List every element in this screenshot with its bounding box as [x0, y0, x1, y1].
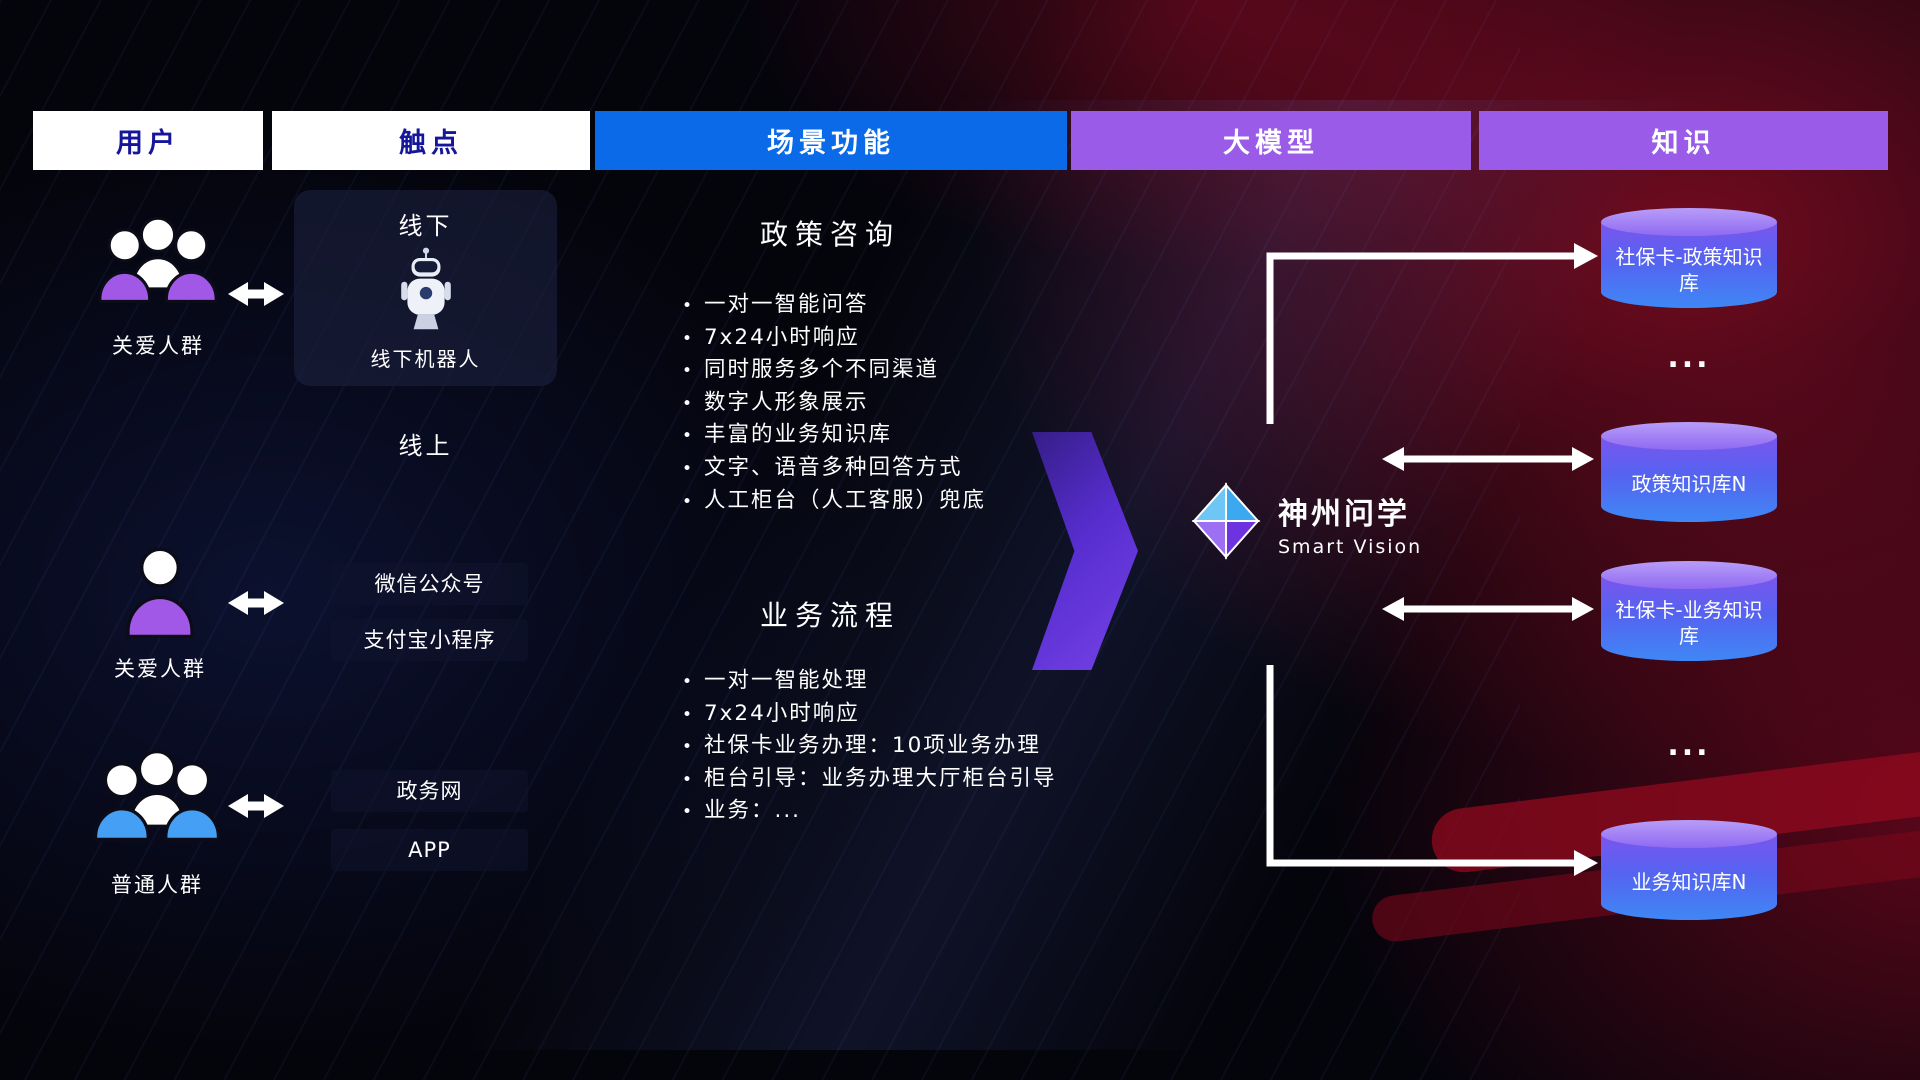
scene-policy-bullets: 一对一智能问答 7x24小时响应 同时服务多个不同渠道 数字人形象展示 丰富的业… — [680, 289, 986, 518]
scene-bullet: 文字、语音多种回答方式 — [680, 452, 986, 485]
model-name: 神州问学 — [1278, 496, 1410, 532]
knowledge-ellipsis: ... — [1667, 340, 1711, 375]
column-header-scenes: 场景功能 — [595, 111, 1067, 170]
column-header-users: 用户 — [33, 111, 263, 170]
database-cylinder-icon — [1601, 820, 1777, 848]
model-subtitle: Smart Vision — [1278, 535, 1423, 558]
scene-bullet: 一对一智能处理 — [680, 665, 1057, 698]
touchpoint-item-wechat: 微信公众号 — [331, 563, 528, 605]
offline-touchpoint-card: 线下 线下机器人 — [294, 190, 557, 386]
user-group-label: 关爱人群 — [112, 334, 204, 358]
user-single-care: 关爱人群 — [112, 547, 208, 683]
column-header-knowledge: 知识 — [1479, 111, 1888, 170]
scene-bullet: 社保卡业务办理：10项业务办理 — [680, 730, 1057, 763]
scene-bullet: 业务：... — [680, 795, 1057, 828]
scene-bullet: 人工柜台（人工客服）兜底 — [680, 485, 986, 518]
scene-title-policy: 政策咨询 — [759, 218, 900, 251]
knowledge-ellipsis: ... — [1667, 728, 1711, 763]
touchpoint-item-app: APP — [331, 829, 528, 871]
database-cylinder-icon — [1601, 561, 1777, 589]
knowledge-db-business-shebao: 社保卡-业务知识库 — [1601, 561, 1777, 661]
touchpoint-item-alipay: 支付宝小程序 — [331, 619, 528, 661]
robot-icon — [395, 246, 457, 338]
database-cylinder-icon — [1601, 208, 1777, 236]
knowledge-db-policy-n: 政策知识库N — [1601, 422, 1777, 522]
user-group-general: 普通人群 — [82, 745, 232, 899]
scene-bullet: 7x24小时响应 — [680, 322, 986, 355]
scene-title-business: 业务流程 — [759, 599, 900, 632]
model-logo-text: 神州问学 Smart Vision — [1278, 489, 1422, 558]
model-logo: 神州问学 Smart Vision — [1186, 481, 1422, 565]
diamond-logo-icon — [1186, 481, 1266, 565]
column-header-touchpoints: 触点 — [272, 111, 590, 170]
group-people-purple-icon — [95, 212, 221, 322]
user-single-label: 关爱人群 — [114, 657, 206, 681]
offline-robot-label: 线下机器人 — [370, 347, 481, 371]
knowledge-db-business-n: 业务知识库N — [1601, 820, 1777, 920]
scene-bullet: 同时服务多个不同渠道 — [680, 354, 986, 387]
knowledge-db-label: 政策知识库N — [1601, 436, 1777, 522]
scene-bullet: 柜台引导：业务办理大厅柜台引导 — [680, 763, 1057, 796]
background-streaks — [0, 0, 1520, 1080]
person-purple-icon — [125, 547, 195, 645]
knowledge-db-label: 业务知识库N — [1601, 834, 1777, 920]
scene-bullet: 丰富的业务知识库 — [680, 419, 986, 452]
scene-bullet: 7x24小时响应 — [680, 698, 1057, 731]
touchpoint-item-govweb: 政务网 — [331, 770, 528, 812]
scene-business-bullets: 一对一智能处理 7x24小时响应 社保卡业务办理：10项业务办理 柜台引导：业务… — [680, 665, 1057, 829]
user-group-care: 关爱人群 — [88, 212, 228, 360]
user-group-label: 普通人群 — [111, 873, 203, 897]
knowledge-db-label: 社保卡-政策知识库 — [1601, 222, 1777, 308]
database-cylinder-icon — [1601, 422, 1777, 450]
column-header-model: 大模型 — [1071, 111, 1471, 170]
online-title: 线上 — [398, 432, 453, 460]
group-people-blue-icon — [89, 745, 225, 861]
knowledge-db-policy-shebao: 社保卡-政策知识库 — [1601, 208, 1777, 308]
offline-title: 线下 — [398, 212, 453, 240]
scene-bullet: 数字人形象展示 — [680, 387, 986, 420]
scene-bullet: 一对一智能问答 — [680, 289, 986, 322]
knowledge-db-label: 社保卡-业务知识库 — [1601, 575, 1777, 661]
